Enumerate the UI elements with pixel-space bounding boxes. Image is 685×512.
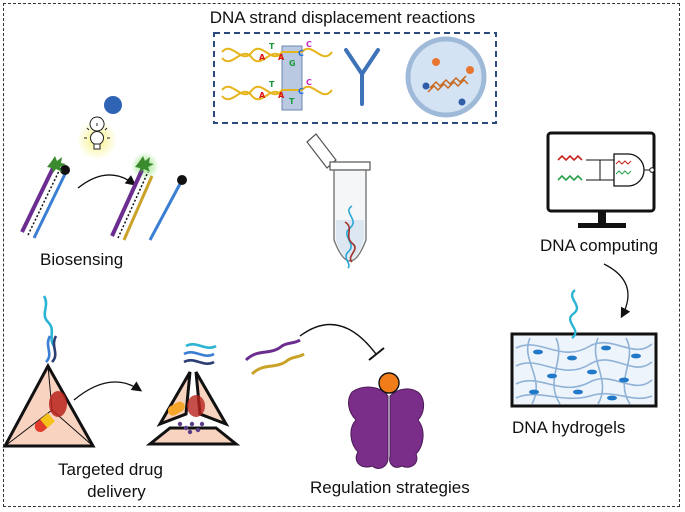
- drug-label-line2: delivery: [87, 482, 146, 501]
- base-label: C: [306, 78, 312, 87]
- antibody-icon: [344, 48, 380, 106]
- regulation-strategies-label: Regulation strategies: [310, 478, 470, 497]
- base-label: T: [269, 80, 275, 89]
- base-label: A: [278, 91, 285, 100]
- computer-icon: [546, 131, 656, 228]
- target-molecule-icon: [104, 96, 122, 114]
- protein-icon: [348, 386, 425, 469]
- base-label: A: [278, 53, 285, 62]
- drug-carrier-open: [145, 343, 241, 446]
- base-label: T: [289, 97, 295, 106]
- outer-dashed-frame: [3, 3, 680, 507]
- base-label: A: [259, 53, 266, 62]
- dna-computing-label: DNA computing: [540, 236, 659, 255]
- dna-duplex-1: A T A G C C: [221, 40, 333, 68]
- displacement-panel: A T A G C C A T A T C C: [213, 32, 497, 124]
- targeted-drug-delivery-label: Targeted drug delivery: [58, 459, 163, 503]
- biosensing-label: Biosensing: [40, 250, 124, 269]
- effector-molecule-icon: [378, 372, 400, 394]
- lightbulb-icon: [84, 116, 110, 150]
- base-label: A: [259, 91, 266, 100]
- base-label: C: [298, 49, 304, 58]
- hydrogel-icon: [510, 289, 658, 408]
- base-label: C: [306, 40, 312, 49]
- dna-hydrogels-label: DNA hydrogels: [512, 418, 626, 437]
- drug-carrier-closed: [2, 295, 96, 448]
- dna-duplex-2: A T A T C C: [221, 78, 333, 106]
- displacement-dashed-box: [213, 32, 497, 124]
- reaction-tube-icon: [306, 133, 371, 269]
- biosensing-figure: [20, 96, 187, 241]
- base-label: G: [289, 59, 296, 68]
- base-label: T: [269, 42, 275, 51]
- cell-icon: [405, 36, 487, 118]
- drug-label-line1: Targeted drug: [58, 460, 163, 479]
- diagram-title: DNA strand displacement reactions: [209, 8, 476, 27]
- displacement-highlight-bar: [281, 45, 303, 111]
- regulation-figure: [244, 323, 425, 469]
- base-label: C: [298, 87, 304, 96]
